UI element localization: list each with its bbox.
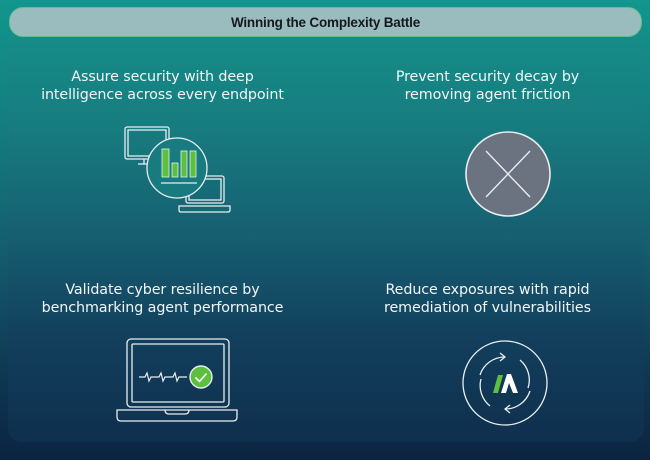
cycle-arrow-top (479, 356, 506, 376)
content-panel (8, 10, 644, 442)
quadrant-agent-friction: Prevent security decay by removing agent… (325, 68, 650, 104)
checkmark-circle-icon (189, 365, 213, 389)
quadrant-heading: Validate cyber resilience by benchmarkin… (41, 282, 284, 316)
x-circle-icon (462, 128, 554, 220)
quadrant-rapid-remediation: Reduce exposures with rapid remediation … (325, 281, 650, 317)
x-stroke (485, 150, 531, 198)
bar-chart-icon (161, 148, 197, 178)
brand-logo-icon (493, 374, 518, 393)
outer-ring (462, 340, 548, 426)
page-title: Winning the Complexity Battle (230, 14, 421, 30)
endpoint-intelligence-icon (116, 118, 236, 218)
cycle-arrow-bottom (504, 390, 531, 410)
quadrant-heading: Assure security with deep intelligence a… (41, 69, 284, 103)
rapid-remediation-cycle-icon (460, 338, 550, 428)
laptop-base (116, 409, 238, 422)
quadrant-heading: Reduce exposures with rapid remediation … (384, 282, 591, 316)
laptop-screen-frame (126, 338, 230, 408)
title-banner: Winning the Complexity Battle (9, 7, 642, 37)
quadrant-endpoint-intelligence: Assure security with deep intelligence a… (0, 68, 325, 104)
heartbeat-line-icon (139, 371, 187, 383)
quadrant-cyber-resilience: Validate cyber resilience by benchmarkin… (0, 281, 325, 317)
laptop-heartbeat-check-icon (115, 335, 240, 425)
quadrant-heading: Prevent security decay by removing agent… (395, 69, 580, 103)
